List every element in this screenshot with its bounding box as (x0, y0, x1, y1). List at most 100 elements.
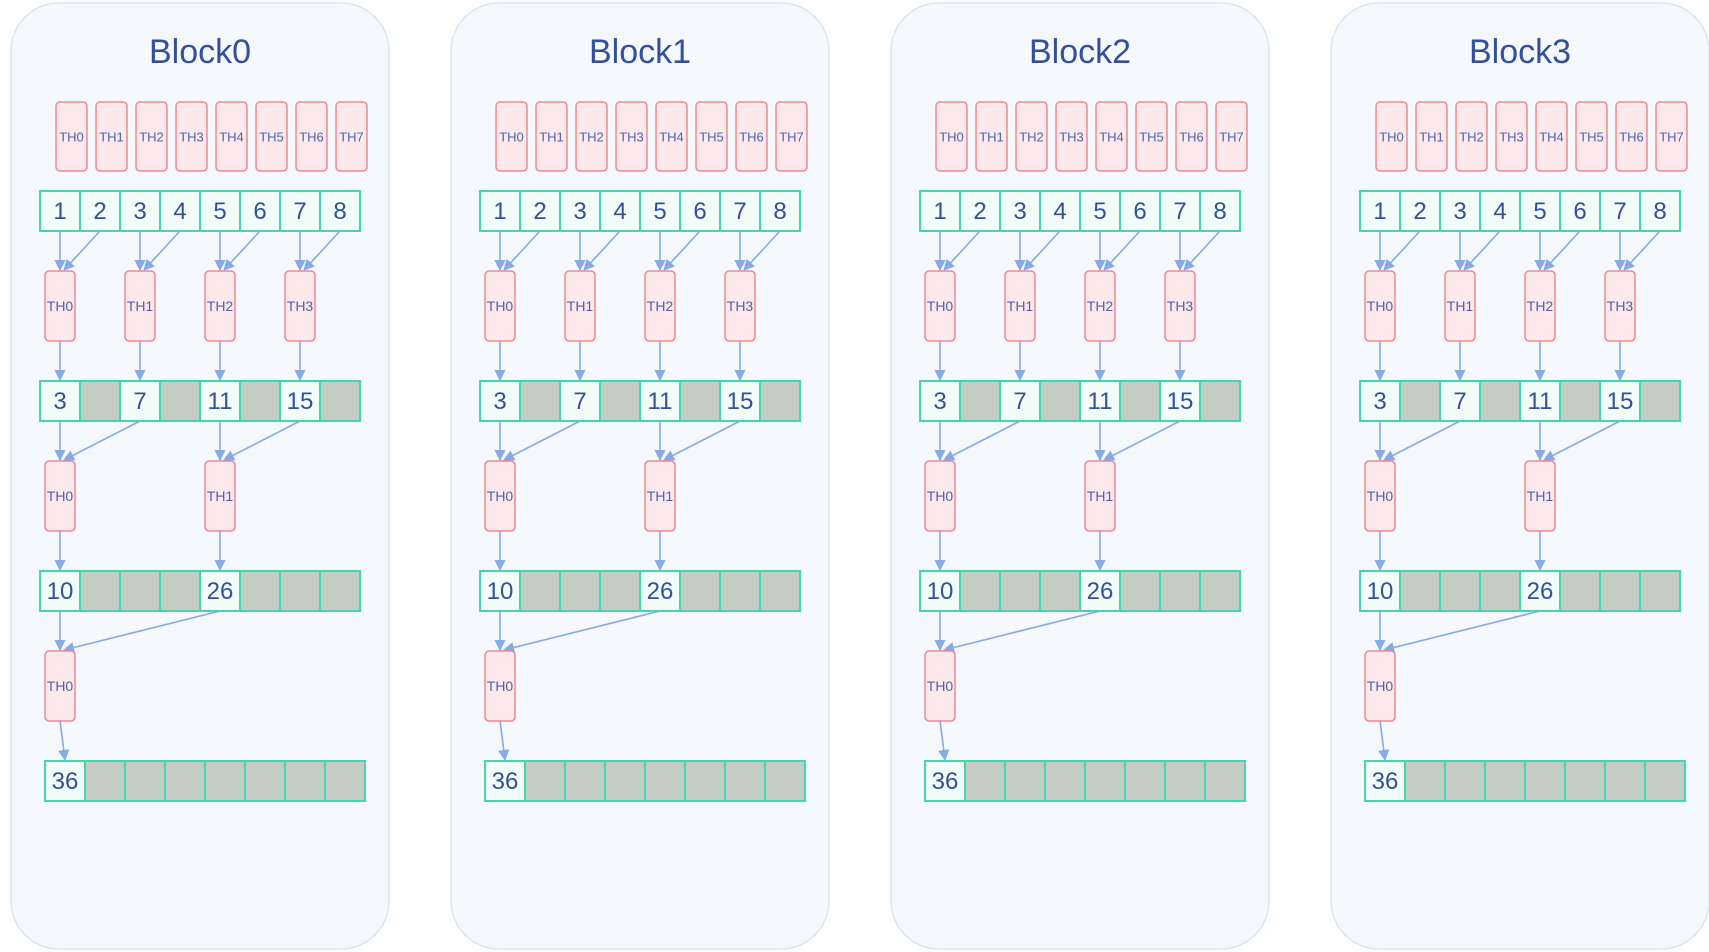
thread-box: TH1 (1084, 460, 1116, 532)
array-cell-empty (559, 570, 601, 612)
thread-box: TH4 (1535, 101, 1568, 172)
data-flow-arrow (143, 230, 181, 271)
thread-box-shape (1215, 101, 1248, 172)
thread-box: TH2 (1015, 101, 1048, 172)
data-flow-arrow (1103, 230, 1141, 271)
array-cell (1479, 190, 1521, 232)
block-title: Block0 (149, 33, 251, 71)
thread-box: TH6 (735, 101, 768, 172)
thread-box: TH1 (975, 101, 1008, 172)
array-cell-value: 7 (1453, 388, 1466, 415)
thread-box: TH0 (484, 650, 516, 722)
array-cell-empty (319, 380, 361, 422)
thread-box-shape (1175, 101, 1208, 172)
array-cell-value: 4 (173, 198, 186, 225)
data-flow-arrow (62, 610, 221, 653)
block-title: Block3 (1469, 33, 1571, 71)
array-cell-empty (1639, 570, 1681, 612)
array-cell-empty (1524, 760, 1566, 802)
data-flow-arrow (303, 230, 341, 271)
data-flow-arrow (1383, 230, 1421, 271)
block-panel-background (1330, 2, 1709, 950)
thread-label: TH7 (1219, 130, 1244, 145)
thread-label: TH0 (1367, 298, 1394, 314)
array-cell-empty (999, 570, 1041, 612)
thread-box-shape (295, 101, 328, 172)
thread-box-shape (1055, 101, 1088, 172)
thread-box: TH0 (1375, 101, 1408, 172)
thread-label: TH3 (619, 130, 644, 145)
array-cell (999, 380, 1041, 422)
thread-label: TH7 (779, 130, 804, 145)
thread-box-shape (215, 101, 248, 172)
array-cell-empty (1399, 380, 1441, 422)
thread-box-shape (935, 101, 968, 172)
array-cell-value: 7 (1613, 198, 1626, 225)
thread-label: TH1 (567, 298, 594, 314)
thread-box: TH3 (724, 270, 756, 342)
array-cell (199, 380, 241, 422)
array-cell (1159, 190, 1201, 232)
array-cell-empty (1164, 760, 1206, 802)
array-cell-value: 7 (293, 198, 306, 225)
thread-box: TH1 (204, 460, 236, 532)
thread-box-shape (1575, 101, 1608, 172)
thread-box: TH2 (644, 270, 676, 342)
thread-box: TH0 (55, 101, 88, 172)
thread-label: TH0 (487, 488, 514, 504)
data-flow-arrow (1543, 230, 1581, 271)
thread-box-shape (1095, 101, 1128, 172)
thread-box-shape (95, 101, 128, 172)
array-cell-value: 11 (1528, 388, 1553, 415)
thread-box: TH1 (95, 101, 128, 172)
array-cell-empty (239, 380, 281, 422)
thread-box: TH0 (44, 460, 76, 532)
thread-box: TH1 (644, 460, 676, 532)
data-flow-arrow (583, 230, 621, 271)
thread-label: TH6 (1619, 130, 1644, 145)
thread-box-shape (55, 101, 88, 172)
thread-label: TH1 (1527, 488, 1554, 504)
array-cell (1359, 380, 1401, 422)
array-cell-empty (679, 380, 721, 422)
data-flow-arrow (498, 720, 510, 762)
array-row: 36 (44, 760, 366, 802)
thread-label: TH0 (59, 130, 84, 145)
thread-box: TH0 (495, 101, 528, 172)
block-panel-background (10, 2, 390, 950)
thread-box: TH1 (564, 270, 596, 342)
thread-label: TH5 (259, 130, 284, 145)
array-cell-empty (79, 380, 121, 422)
data-flow-arrow (58, 720, 70, 762)
thread-box: TH3 (1055, 101, 1088, 172)
array-cell-value: 36 (52, 768, 79, 795)
array-cell-empty (1039, 570, 1081, 612)
array-cell-empty (599, 570, 641, 612)
thread-label: TH4 (1539, 130, 1564, 145)
array-cell-value: 10 (487, 578, 514, 605)
thread-label: TH6 (1179, 130, 1204, 145)
array-cell-empty (79, 570, 121, 612)
thread-box: TH0 (1364, 460, 1396, 532)
array-cell-empty (1404, 760, 1446, 802)
thread-label: TH0 (927, 298, 954, 314)
array-cell-empty (724, 760, 766, 802)
thread-box: TH6 (1175, 101, 1208, 172)
thread-label: TH1 (1419, 130, 1444, 145)
thread-box-shape (1415, 101, 1448, 172)
array-cell-value: 10 (927, 578, 954, 605)
data-flow-arrow (1383, 420, 1461, 461)
array-cell-value: 15 (727, 388, 754, 415)
data-flow-arrow (63, 420, 141, 461)
array-cell-value: 11 (648, 388, 673, 415)
array-cell-empty (1639, 380, 1681, 422)
array-cell-value: 15 (1607, 388, 1634, 415)
thread-box-shape (655, 101, 688, 172)
